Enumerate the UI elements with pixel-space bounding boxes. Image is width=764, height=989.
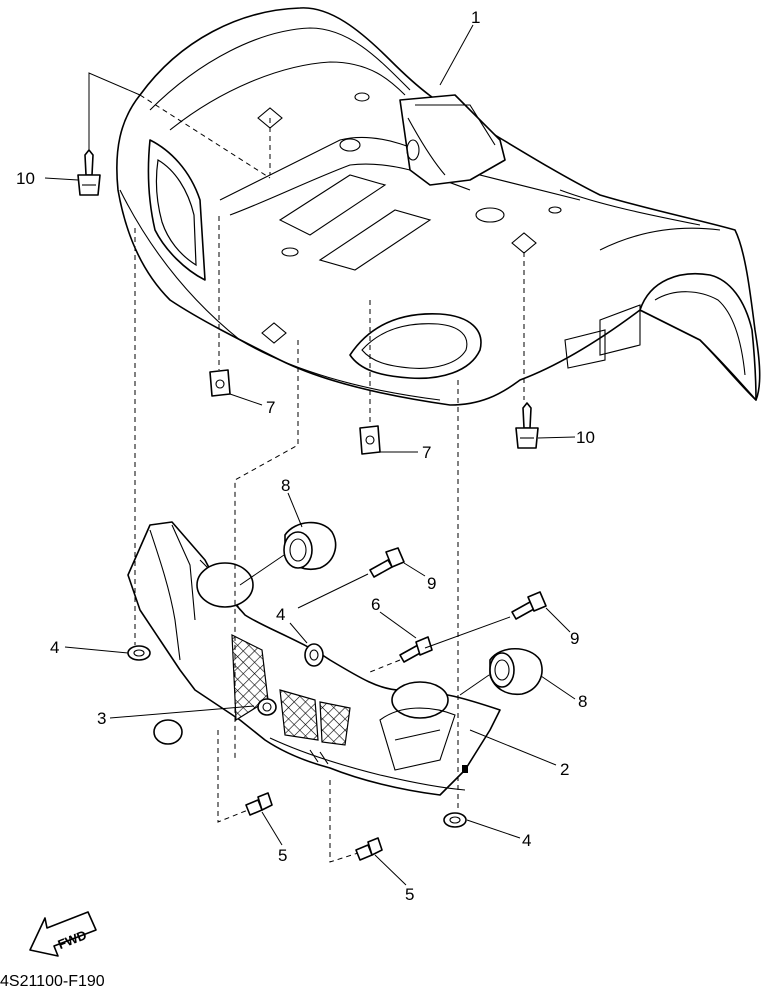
screw-5a (245, 792, 273, 816)
callout-4a: 4 (50, 638, 59, 657)
grommet-4d (257, 698, 277, 716)
bolt-9a (369, 547, 405, 578)
callout-4b: 4 (276, 605, 285, 624)
bolt-6 (399, 636, 433, 663)
alignment-lines (88, 72, 525, 863)
callout-7b: 7 (422, 443, 431, 462)
grommet-4a (127, 645, 151, 661)
callout-labels: 1 10 7 7 10 8 9 4 6 9 8 4 3 2 4 5 5 (16, 8, 595, 904)
callout-1: 1 (471, 8, 480, 27)
callout-3: 3 (97, 709, 106, 728)
callout-7a: 7 (266, 398, 275, 417)
callout-6: 6 (371, 595, 380, 614)
nut-7b (359, 425, 381, 455)
screw-5b (355, 837, 383, 861)
callout-leaders (44, 24, 576, 886)
callout-9a: 9 (427, 574, 436, 593)
callout-10b: 10 (576, 428, 595, 447)
boot-8b (489, 648, 543, 696)
boot-8a (283, 521, 337, 570)
plug-3 (153, 719, 183, 745)
callout-5a: 5 (278, 846, 287, 865)
callout-4c: 4 (522, 831, 531, 850)
grommet-4c (443, 812, 467, 828)
callout-2: 2 (560, 760, 569, 779)
callout-5b: 5 (405, 885, 414, 904)
grommet-4b (304, 643, 324, 667)
nut-7a (209, 369, 231, 397)
fwd-arrow-icon: FWD (29, 911, 97, 957)
callout-8b: 8 (578, 692, 587, 711)
bolt-10b (515, 402, 539, 449)
front-fender (116, 7, 761, 406)
bolt-10a (77, 149, 101, 196)
callout-9b: 9 (570, 629, 579, 648)
callout-8a: 8 (281, 476, 290, 495)
diagram-code: 4S21100-F190 (0, 973, 105, 989)
callout-10a: 10 (16, 169, 35, 188)
bolt-9b (511, 591, 547, 620)
